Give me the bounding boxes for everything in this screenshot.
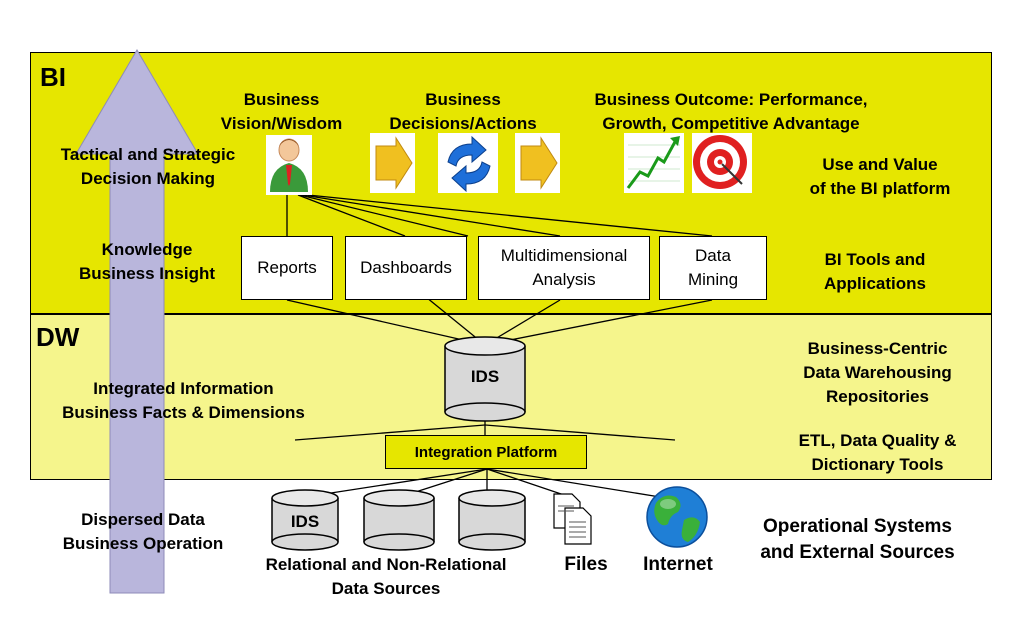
integrated-information-label: Integrated Information Business Facts & … xyxy=(62,379,305,422)
relational-sources-label: Relational and Non-Relational Data Sourc… xyxy=(265,555,507,598)
database-icon xyxy=(363,489,435,551)
dw-ids-label: IDS xyxy=(470,367,500,386)
bi-tools-label: BI Tools and Applications xyxy=(823,250,926,293)
right-arrow-icon xyxy=(515,133,560,193)
database-icon xyxy=(444,336,526,422)
business-outcome-label: Business Outcome: Performance, Growth, C… xyxy=(594,90,868,133)
business-centric-label: Business-Centric Data Warehousing Reposi… xyxy=(803,339,952,406)
integration-to-sources-lines xyxy=(304,468,661,498)
tactical-decision-label: Tactical and Strategic Decision Making xyxy=(60,145,236,188)
data-mining-box: Data Mining xyxy=(659,236,767,300)
source-ids-label: IDS xyxy=(290,512,320,531)
database-icon xyxy=(271,489,339,551)
document-icon xyxy=(553,493,592,545)
business-decisions-label: Business Decisions/Actions xyxy=(389,90,537,133)
operational-systems-label: Operational Systems and External Sources xyxy=(760,516,955,563)
dw-panel-label: DW xyxy=(36,322,80,352)
dashboards-box: Dashboards xyxy=(345,236,467,300)
bi-panel-label: BI xyxy=(40,62,66,92)
knowledge-insight-label: Knowledge Business Insight xyxy=(78,240,216,283)
refresh-arrows-icon xyxy=(438,133,498,193)
integration-platform-box: Integration Platform xyxy=(385,435,587,469)
files-label: Files xyxy=(564,554,608,575)
business-vision-label: Business Vision/Wisdom xyxy=(220,90,343,133)
reports-box: Reports xyxy=(241,236,333,300)
business-person-icon xyxy=(266,135,312,195)
globe-icon xyxy=(646,486,708,548)
dispersed-data-label: Dispersed Data Business Operation xyxy=(62,510,224,553)
internet-label: Internet xyxy=(643,554,713,575)
database-icon xyxy=(458,489,526,551)
ids-to-integration-lines xyxy=(294,420,676,441)
etl-tools-label: ETL, Data Quality & Dictionary Tools xyxy=(798,431,957,474)
big-up-arrow xyxy=(75,49,199,594)
person-to-tools-lines xyxy=(286,194,713,237)
multidimensional-analysis-box: Multidimensional Analysis xyxy=(478,236,650,300)
growth-chart-icon xyxy=(624,133,684,193)
use-value-label: Use and Value of the BI platform xyxy=(809,155,951,198)
right-arrow-icon xyxy=(370,133,415,193)
target-icon xyxy=(692,133,752,193)
